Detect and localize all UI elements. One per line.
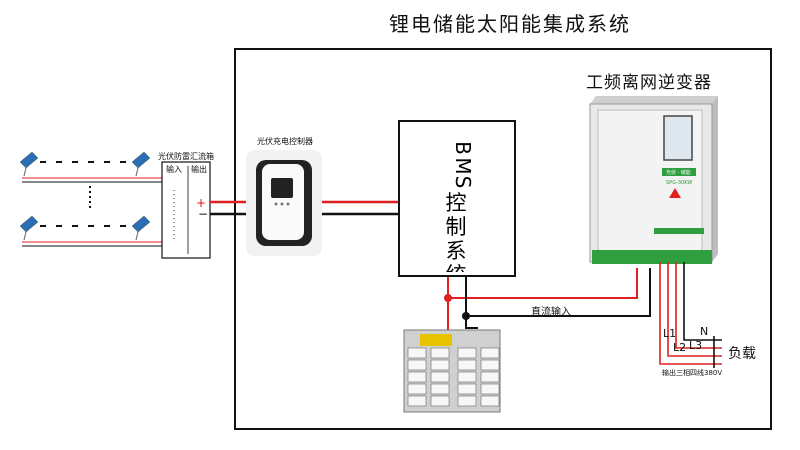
battery-cell xyxy=(430,383,450,395)
dc-input-label: 直流输入 xyxy=(531,307,571,318)
solar-panel-icon xyxy=(131,151,151,177)
pv-array-row-1 xyxy=(19,151,164,183)
controller-label: 光伏充电控制器 xyxy=(257,137,313,146)
ac-output-lines xyxy=(659,262,722,368)
battery-cell xyxy=(457,359,477,371)
bms-char: S xyxy=(451,176,475,189)
system-frame xyxy=(234,48,772,430)
battery-cell xyxy=(480,395,500,407)
dc-negative-to-inverter xyxy=(465,268,651,317)
bms-char: M xyxy=(451,157,475,174)
charge-controller xyxy=(246,150,322,256)
dc-positive-to-inverter xyxy=(447,268,638,299)
positive-sign: + xyxy=(196,196,207,210)
battery-cell xyxy=(430,347,450,359)
battery-cell xyxy=(407,395,427,407)
solar-panel-icon xyxy=(131,215,151,241)
battery-cell xyxy=(457,371,477,383)
phase-l2-label: L2 xyxy=(673,341,687,354)
battery-rack xyxy=(403,329,501,413)
phase-l3-label: L3 xyxy=(689,339,703,352)
bms-char: 系 xyxy=(446,239,467,263)
solar-panel-icon xyxy=(19,151,39,177)
battery-cell xyxy=(480,347,500,359)
bms-label: B M S 控 制 系 统 xyxy=(446,141,476,272)
battery-cell xyxy=(480,383,500,395)
battery-cell xyxy=(480,371,500,383)
diagram-title: 锂电储能太阳能集成系统 xyxy=(389,12,631,36)
solar-panel-icon xyxy=(19,215,39,241)
bms-char: 统 xyxy=(446,263,467,272)
inverter-panel-label: 光伏 · 储能 xyxy=(666,169,691,176)
bms-char: B xyxy=(451,141,475,155)
battery-cell xyxy=(457,395,477,407)
inverter-cabinet xyxy=(589,96,718,264)
inverter-model-label: SPG-30KW xyxy=(666,180,692,186)
battery-cell xyxy=(407,347,427,359)
battery-cell xyxy=(457,347,477,359)
phase-l1-label: L1 xyxy=(663,327,677,340)
inverter-title: 工频离网逆变器 xyxy=(586,73,712,93)
battery-cell xyxy=(407,359,427,371)
output-spec-label: 输出三相四线380V xyxy=(662,369,723,377)
battery-cell xyxy=(480,359,500,371)
combiner-output-label: 输出 xyxy=(191,165,207,174)
battery-cell xyxy=(430,359,450,371)
pv-array-row-2 xyxy=(19,215,164,247)
load-label: 负载 xyxy=(728,346,756,362)
bms-box xyxy=(398,120,516,277)
bms-char: 控 xyxy=(446,191,467,215)
combiner-box xyxy=(161,161,211,259)
negative-sign: − xyxy=(198,207,209,221)
battery-cell xyxy=(457,383,477,395)
battery-cell xyxy=(407,371,427,383)
battery-cell xyxy=(430,371,450,383)
battery-cell xyxy=(407,383,427,395)
combiner-input-label: 输入 xyxy=(166,165,182,174)
combiner-label: 光伏防雷汇流箱 xyxy=(158,152,214,161)
battery-cell xyxy=(430,395,450,407)
neutral-label: N xyxy=(700,325,709,338)
bms-char: 制 xyxy=(446,215,467,239)
